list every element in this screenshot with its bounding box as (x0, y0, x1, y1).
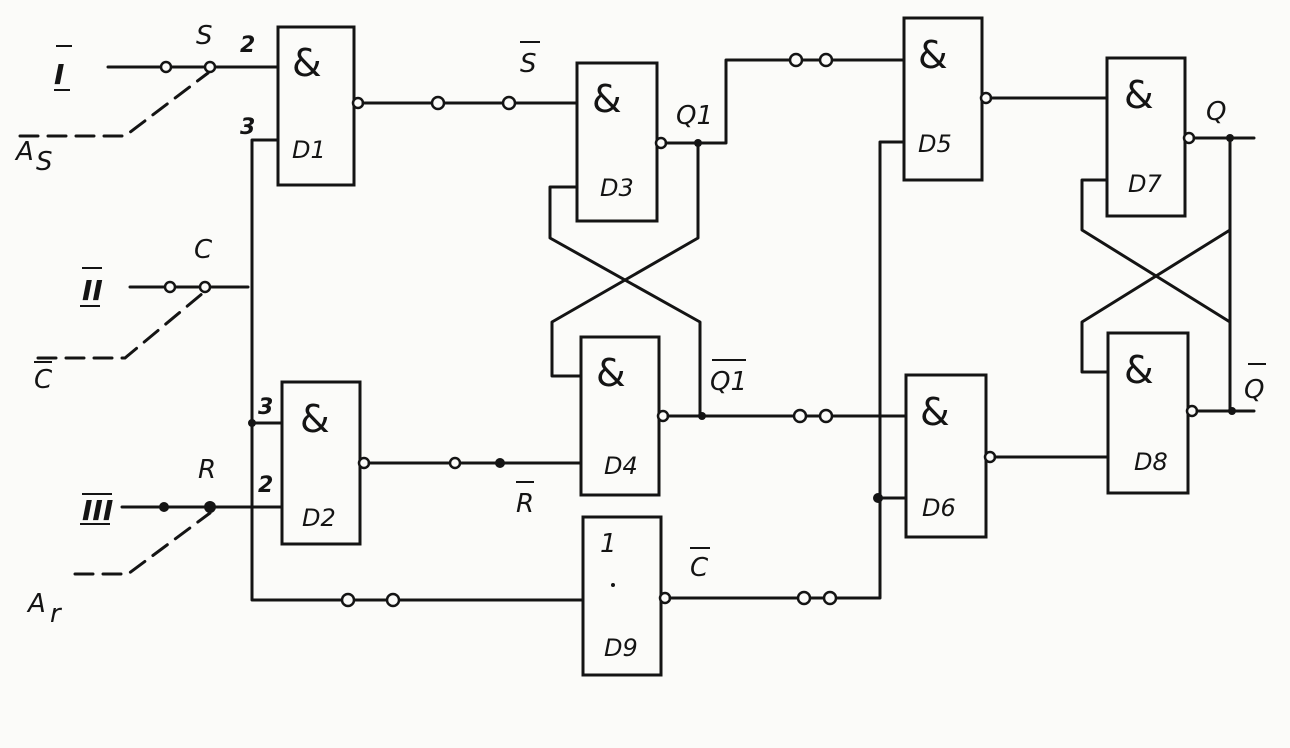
gate-d4: & D4 (579, 335, 670, 497)
gate-d6-name: D6 (922, 494, 956, 522)
gate-d1-symbol: & (292, 41, 322, 85)
gate-d7-symbol: & (1124, 73, 1154, 117)
signal-label-q1-bar: Q1 (710, 359, 747, 397)
input-line-one (18, 60, 280, 138)
input-label-three: III (80, 493, 113, 527)
control-label-ar: A r (26, 589, 63, 629)
wire-s-bar (361, 95, 579, 111)
pin-label-d2-top: 3 (258, 395, 273, 420)
svg-text:Q1: Q1 (710, 367, 747, 397)
svg-text:A: A (26, 589, 46, 619)
gate-d1-name: D1 (292, 136, 326, 164)
gate-d3: & D3 (575, 61, 668, 223)
signal-label-r-bar: R (516, 481, 534, 519)
gate-d2-symbol: & (300, 397, 330, 441)
svg-text:Q: Q (1244, 375, 1264, 405)
control-label-c-bar: C (34, 361, 53, 395)
gate-d3-symbol: & (592, 77, 622, 121)
signal-label-s-bar: S (520, 41, 540, 79)
gate-d8-symbol: & (1124, 348, 1154, 392)
gate-d8-name: D8 (1134, 448, 1168, 476)
latch-one-cross (548, 139, 908, 424)
switch-label-c: C (194, 235, 213, 265)
svg-text:S: S (36, 147, 53, 177)
latch-two-cross (1080, 134, 1256, 415)
svg-text:R: R (516, 489, 534, 519)
gate-d7-name: D7 (1128, 170, 1162, 198)
gate-d5-symbol: & (918, 33, 948, 77)
svg-text:r: r (50, 599, 63, 629)
switch-label-s: S (196, 21, 213, 51)
svg-text:C: C (34, 365, 53, 395)
signal-label-c-bar: C (690, 547, 710, 583)
wire-c-bar (668, 140, 908, 606)
svg-text:S: S (520, 49, 537, 79)
pin-label-d1-bottom: 3 (240, 115, 255, 140)
svg-text:A: A (14, 137, 34, 167)
gate-d9-name: D9 (604, 634, 638, 662)
wire-r-bar (367, 456, 583, 470)
signal-label-q: Q (1206, 97, 1226, 127)
gate-d9: 1 D9 (581, 515, 672, 677)
gate-d6-symbol: & (920, 390, 950, 434)
pin-label-d2-bottom: 2 (258, 473, 273, 498)
input-line-three (73, 501, 284, 576)
gate-d3-name: D3 (600, 174, 634, 202)
gate-d5-name: D5 (918, 130, 952, 158)
input-label-one: I (54, 45, 72, 91)
gate-d4-name: D4 (604, 452, 638, 480)
svg-text:I: I (54, 58, 64, 91)
gate-d6: & D6 (904, 373, 997, 539)
wire-q1-d5 (696, 52, 906, 145)
svg-text:C: C (690, 553, 709, 583)
svg-text:II: II (82, 274, 103, 307)
gate-d8: & D8 (1106, 331, 1199, 495)
input-line-two (36, 280, 250, 360)
gate-d4-symbol: & (596, 351, 626, 395)
c-bus (248, 138, 585, 608)
input-label-two: II (80, 267, 103, 307)
switch-label-r: R (198, 455, 216, 485)
signal-label-q-bar: Q (1244, 363, 1266, 405)
gate-d5: & D5 (902, 16, 993, 182)
pin-label-d1-top: 2 (240, 33, 255, 58)
gate-d7: & D7 (1105, 56, 1196, 218)
gate-d9-symbol: 1 (600, 529, 617, 559)
gate-d1: & D1 (276, 25, 365, 187)
svg-text:III: III (82, 494, 113, 527)
control-label-as: A S (14, 137, 53, 177)
gate-d2: & D2 (280, 380, 371, 546)
signal-label-q1: Q1 (676, 101, 713, 131)
gate-d2-name: D2 (302, 504, 336, 532)
